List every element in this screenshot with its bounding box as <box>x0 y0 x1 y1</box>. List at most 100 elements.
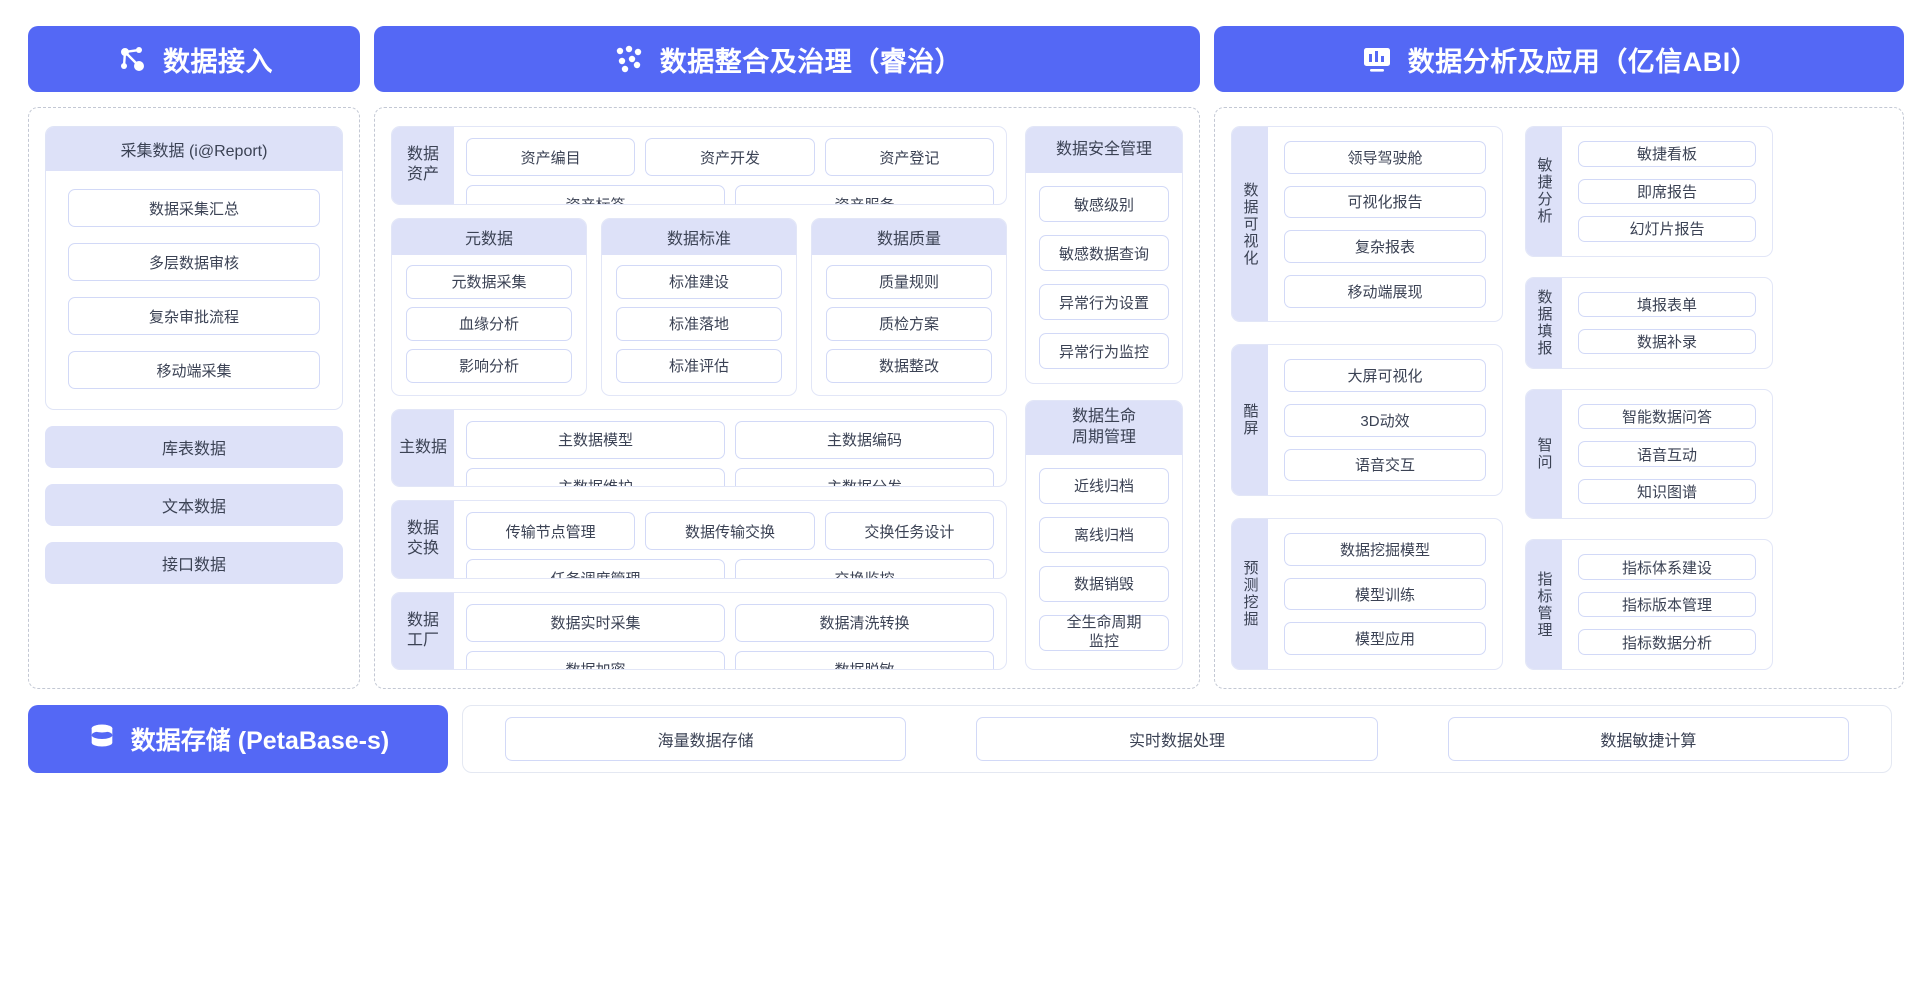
group-label-data-factory: 数据 工厂 <box>392 592 454 669</box>
asset-item-4[interactable]: 资产标签 <box>466 185 725 204</box>
group-label-cool-screen: 酷屏 <box>1232 345 1268 496</box>
viz-item-4[interactable]: 移动端展现 <box>1284 274 1486 308</box>
card-data-lifecycle-title: 数据生命 周期管理 <box>1026 401 1182 455</box>
storage-row: 数据存储 (PetaBase-s) 海量数据存储 实时数据处理 数据敏捷计算 <box>28 705 1892 773</box>
viz-item-1[interactable]: 领导驾驶舱 <box>1284 141 1486 174</box>
agile-item-2[interactable]: 即席报告 <box>1578 178 1756 205</box>
storage-item-1[interactable]: 海量数据存储 <box>505 717 907 761</box>
storage-item-3[interactable]: 数据敏捷计算 <box>1447 717 1849 761</box>
group-label-data-asset: 数据 资产 <box>392 127 454 204</box>
viz-item-2[interactable]: 可视化报告 <box>1284 185 1486 219</box>
collect-item-2[interactable]: 多层数据审核 <box>68 243 320 281</box>
smartquery-item-3[interactable]: 知识图谱 <box>1578 478 1756 505</box>
group-data-exchange: 数据 交换 传输节点管理 数据传输交换 交换任务设计 任务调度管理 交换监控 <box>391 500 1007 579</box>
exchange-item-2[interactable]: 数据传输交换 <box>645 512 815 550</box>
coolscreen-item-3[interactable]: 语音交互 <box>1284 448 1486 482</box>
banner-data-storage[interactable]: 数据存储 (PetaBase-s) <box>28 705 448 773</box>
metadata-item-3[interactable]: 影响分析 <box>406 348 572 383</box>
asset-item-1[interactable]: 资产编目 <box>466 138 636 176</box>
governance-side-area: 数据安全管理 敏感级别 敏感数据查询 异常行为设置 异常行为监控 数据生命 周期… <box>1025 126 1183 670</box>
source-bar-text-data[interactable]: 文本数据 <box>45 484 343 526</box>
mining-item-1[interactable]: 数据挖掘模型 <box>1284 533 1486 566</box>
factory-item-3[interactable]: 数据加密 <box>466 650 725 670</box>
security-item-4[interactable]: 异常行为监控 <box>1039 333 1169 369</box>
exchange-item-4[interactable]: 任务调度管理 <box>466 559 725 578</box>
group-predictive-mining: 预测挖掘 数据挖掘模型 模型训练 模型应用 <box>1231 518 1503 670</box>
exchange-item-1[interactable]: 传输节点管理 <box>466 512 636 550</box>
quality-item-2[interactable]: 质检方案 <box>826 306 992 341</box>
card-data-quality-title: 数据质量 <box>812 218 1006 255</box>
network-nodes-icon <box>115 42 149 76</box>
mining-item-2[interactable]: 模型训练 <box>1284 577 1486 611</box>
card-data-security-title: 数据安全管理 <box>1026 127 1182 173</box>
group-cool-screen: 酷屏 大屏可视化 3D动效 语音交互 <box>1231 344 1503 497</box>
columns-row: 数据接入 采集数据 (i@Report) 数据采集汇总 多层数据审核 复杂审批流… <box>28 26 1904 689</box>
master-item-3[interactable]: 主数据维护 <box>466 467 725 487</box>
analysis-left-groups: 数据可视化 领导驾驶舱 可视化报告 复杂报表 移动端展现 酷屏 大屏可 <box>1231 126 1503 670</box>
viz-item-3[interactable]: 复杂报表 <box>1284 230 1486 263</box>
standard-item-2[interactable]: 标准落地 <box>616 306 782 341</box>
master-item-4[interactable]: 主数据分发 <box>735 467 994 487</box>
monitor-chart-icon <box>1360 42 1394 76</box>
banner-data-governance[interactable]: 数据整合及治理（睿治） <box>374 26 1200 92</box>
master-item-1[interactable]: 主数据模型 <box>466 420 725 459</box>
banner-data-access[interactable]: 数据接入 <box>28 26 360 92</box>
collect-data-card: 采集数据 (i@Report) 数据采集汇总 多层数据审核 复杂审批流程 移动端… <box>45 126 343 410</box>
metadata-item-1[interactable]: 元数据采集 <box>406 264 572 299</box>
card-data-standard: 数据标准 标准建设 标准落地 标准评估 <box>601 217 797 396</box>
group-label-master-data: 主数据 <box>392 409 454 486</box>
lifecycle-item-4[interactable]: 全生命周期 监控 <box>1039 614 1169 651</box>
agile-item-3[interactable]: 幻灯片报告 <box>1578 216 1756 242</box>
quality-item-1[interactable]: 质量规则 <box>826 264 992 299</box>
asset-item-5[interactable]: 资产服务 <box>735 185 994 204</box>
asset-item-2[interactable]: 资产开发 <box>645 138 815 176</box>
source-bar-table-data[interactable]: 库表数据 <box>45 426 343 468</box>
group-data-asset: 数据 资产 资产编目 资产开发 资产登记 资产标签 资产服务 <box>391 126 1007 205</box>
reporting-item-1[interactable]: 填报表单 <box>1578 291 1756 317</box>
coolscreen-item-1[interactable]: 大屏可视化 <box>1284 359 1486 393</box>
reporting-item-2[interactable]: 数据补录 <box>1578 328 1756 354</box>
factory-item-2[interactable]: 数据清洗转换 <box>735 603 994 642</box>
data-access-panel: 采集数据 (i@Report) 数据采集汇总 多层数据审核 复杂审批流程 移动端… <box>28 107 360 689</box>
factory-item-4[interactable]: 数据脱敏 <box>735 650 994 670</box>
factory-item-1[interactable]: 数据实时采集 <box>466 603 725 642</box>
exchange-item-5[interactable]: 交换监控 <box>735 559 994 578</box>
security-item-3[interactable]: 异常行为设置 <box>1039 284 1169 320</box>
column-data-governance: 数据整合及治理（睿治） 数据 资产 资产编目 资产开发 资产登记 <box>374 26 1200 689</box>
metric-item-1[interactable]: 指标体系建设 <box>1578 554 1756 580</box>
group-smart-query: 智问 智能数据问答 语音互动 知识图谱 <box>1525 388 1773 520</box>
standard-item-3[interactable]: 标准评估 <box>616 348 782 383</box>
group-label-data-reporting: 数据填报 <box>1526 277 1562 368</box>
coolscreen-item-2[interactable]: 3D动效 <box>1284 404 1486 437</box>
source-bar-interface-data[interactable]: 接口数据 <box>45 542 343 584</box>
master-item-2[interactable]: 主数据编码 <box>735 420 994 459</box>
metric-item-2[interactable]: 指标版本管理 <box>1578 591 1756 618</box>
group-label-data-exchange: 数据 交换 <box>392 501 454 578</box>
security-item-2[interactable]: 敏感数据查询 <box>1039 235 1169 271</box>
smartquery-item-1[interactable]: 智能数据问答 <box>1578 403 1756 430</box>
quality-item-3[interactable]: 数据整改 <box>826 348 992 383</box>
metadata-item-2[interactable]: 血缘分析 <box>406 306 572 341</box>
mining-item-3[interactable]: 模型应用 <box>1284 622 1486 655</box>
lifecycle-item-2[interactable]: 离线归档 <box>1039 516 1169 553</box>
smartquery-item-2[interactable]: 语音互动 <box>1578 441 1756 467</box>
banner-data-analysis[interactable]: 数据分析及应用（亿信ABI） <box>1214 26 1904 92</box>
exchange-item-3[interactable]: 交换任务设计 <box>824 512 994 550</box>
agile-item-1[interactable]: 敏捷看板 <box>1578 141 1756 167</box>
card-data-standard-title: 数据标准 <box>602 218 796 255</box>
metric-item-3[interactable]: 指标数据分析 <box>1578 629 1756 655</box>
lifecycle-item-1[interactable]: 近线归档 <box>1039 467 1169 504</box>
governance-main-area: 数据 资产 资产编目 资产开发 资产登记 资产标签 资产服务 <box>391 126 1007 670</box>
analysis-right-groups: 敏捷分析 敏捷看板 即席报告 幻灯片报告 数据填报 填报表单 数据补录 <box>1525 126 1773 671</box>
collect-item-3[interactable]: 复杂审批流程 <box>68 297 320 335</box>
group-master-data: 主数据 主数据模型 主数据编码 主数据维护 主数据分发 <box>391 408 1007 487</box>
standard-item-1[interactable]: 标准建设 <box>616 264 782 299</box>
group-trio-metadata-standard-quality: 元数据 元数据采集 血缘分析 影响分析 数据标准 标准建设 <box>391 217 1007 396</box>
group-data-factory: 数据 工厂 数据实时采集 数据清洗转换 数据加密 数据脱敏 <box>391 591 1007 670</box>
lifecycle-item-3[interactable]: 数据销毁 <box>1039 565 1169 602</box>
security-item-1[interactable]: 敏感级别 <box>1039 186 1169 222</box>
collect-item-1[interactable]: 数据采集汇总 <box>68 189 320 227</box>
asset-item-3[interactable]: 资产登记 <box>824 138 994 176</box>
storage-item-2[interactable]: 实时数据处理 <box>976 717 1378 761</box>
collect-item-4[interactable]: 移动端采集 <box>68 351 320 389</box>
